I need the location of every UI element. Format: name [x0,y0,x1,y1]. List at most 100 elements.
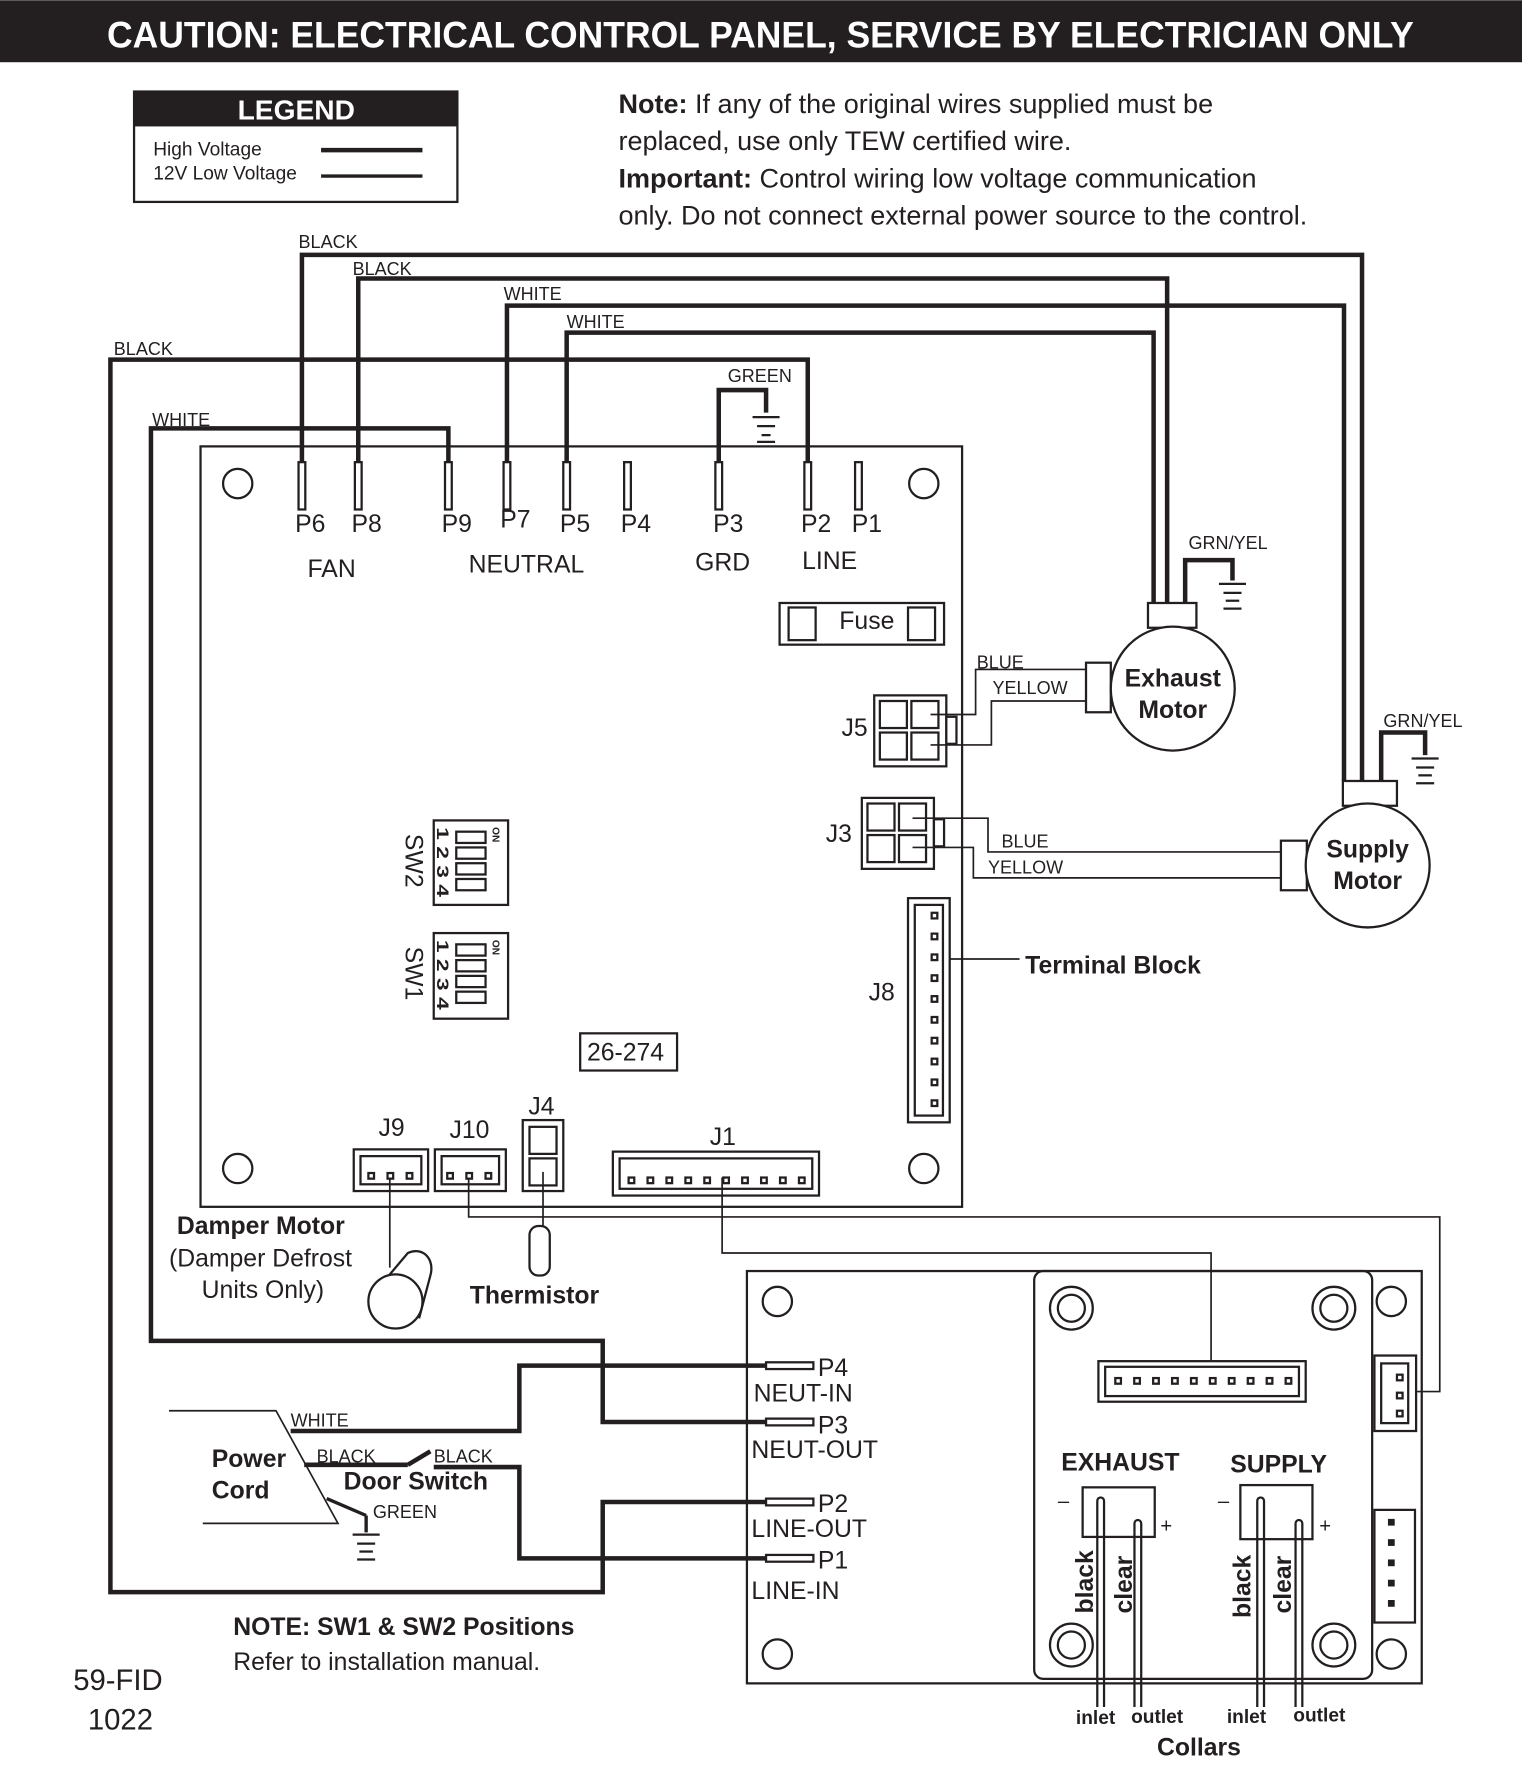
svg-text:NEUTRAL: NEUTRAL [469,552,585,579]
svg-text:P7: P7 [500,507,530,534]
dip-toggle [455,830,487,845]
svg-text:BLACK: BLACK [353,259,412,279]
pin [930,1078,939,1087]
pin [1227,1376,1236,1385]
svg-text:Fuse: Fuse [839,608,894,635]
terminal-tab [353,461,363,511]
svg-text:P1: P1 [852,511,882,538]
pin [1265,1376,1274,1385]
svg-text:J10: J10 [450,1117,490,1144]
svg-text:BLACK: BLACK [317,1447,376,1467]
svg-text:black: black [1072,1550,1099,1614]
svg-text:Exhaust: Exhaust [1125,665,1221,692]
caution-banner [0,0,1522,63]
svg-text:+: + [1160,1515,1172,1537]
terminal-tab [803,461,813,511]
dip-toggle [455,877,487,892]
pin [1387,1559,1395,1567]
svg-text:SW1: SW1 [400,947,427,1001]
svg-text:BLACK: BLACK [434,1447,493,1467]
pin [1189,1376,1198,1385]
svg-text:Supply: Supply [1326,837,1409,864]
pin [1133,1376,1141,1385]
svg-text:J3: J3 [826,821,852,848]
doc-revision: 1022 [88,1704,153,1737]
pin [759,1176,768,1185]
svg-text:Power: Power [212,1446,287,1473]
pin [797,1176,806,1185]
svg-text:black: black [1229,1554,1256,1618]
svg-text:P2: P2 [818,1491,848,1518]
svg-text:–: – [1058,1491,1070,1513]
dip-toggle [455,990,487,1005]
svg-text:clear: clear [1111,1555,1138,1613]
door-switch-label: Door Switch [344,1469,488,1496]
legend-low-voltage: 12V Low Voltage [153,163,297,184]
switch-note: Refer to installation manual. [233,1649,540,1676]
terminal-tab [622,461,633,511]
svg-text:P9: P9 [442,511,472,538]
svg-text:GREEN: GREEN [728,366,792,386]
pin [930,1057,939,1066]
pin [627,1176,636,1185]
pin [1114,1376,1123,1385]
pin [1395,1409,1404,1418]
svg-text:inlet: inlet [1076,1708,1116,1729]
svg-text:P3: P3 [818,1412,848,1439]
svg-text:GRN/YEL: GRN/YEL [1189,533,1268,553]
pin [646,1176,655,1185]
svg-text:YELLOW: YELLOW [993,678,1068,698]
svg-text:Collars: Collars [1157,1734,1241,1761]
svg-text:J4: J4 [528,1093,554,1120]
legend-high-voltage: High Voltage [153,140,262,161]
dip-switch-sw2: 1 2 3 4 ON SW2 [400,819,510,907]
svg-text:Motor: Motor [1138,697,1207,724]
terminal-tab [502,461,512,511]
supply-motor: Supply Motor [1279,779,1431,929]
dip-switch-numbers: 1 2 3 4 [433,827,452,898]
svg-text:WHITE: WHITE [567,312,625,332]
pin [1395,1373,1404,1382]
dip-switch-numbers: 1 2 3 4 [433,940,452,1011]
pin [367,1171,376,1180]
thermistor: Thermistor [470,1224,600,1310]
dip-switch-on-label: ON [489,827,500,842]
terminal-block-label: Terminal Block [1025,953,1201,980]
svg-text:P4: P4 [621,511,652,538]
pin [1387,1579,1395,1587]
exhaust-motor: Exhaust Motor [1084,601,1236,752]
svg-text:WHITE: WHITE [291,1411,349,1431]
svg-text:SUPPLY: SUPPLY [1230,1452,1327,1479]
svg-text:J1: J1 [710,1124,736,1151]
svg-text:NEUT-OUT: NEUT-OUT [751,1437,878,1464]
svg-text:+: + [1319,1515,1331,1537]
dip-switch-sw1: 1 2 3 4 ON SW1 [400,931,510,1020]
svg-text:inlet: inlet [1227,1707,1267,1728]
high-voltage-wires [108,252,1428,1595]
terminal-tab [764,1361,815,1371]
connector-j3: J3 [826,796,946,870]
svg-text:Damper Motor: Damper Motor [177,1213,345,1240]
pin [703,1176,712,1185]
svg-text:outlet: outlet [1293,1706,1346,1727]
terminal-labels: P6 P8 P9 P7 P5 P4 P3 P2 P1 FAN NEUTRAL G… [295,507,882,584]
terminal-tab [853,461,863,511]
svg-text:Thermistor: Thermistor [470,1283,600,1310]
svg-text:P2: P2 [801,511,831,538]
pin [1284,1376,1293,1385]
pin [722,1176,731,1185]
pin [930,932,939,941]
pin [930,911,939,920]
svg-text:SW2: SW2 [400,834,427,888]
terminal-tab [764,1417,815,1427]
pin [930,1015,939,1024]
svg-text:replaced, use only TEW certifi: replaced, use only TEW certified wire. [618,126,1071,156]
terminal-tab [764,1497,815,1507]
dip-switch-on-label: ON [489,940,500,955]
svg-text:Units Only): Units Only) [202,1277,324,1304]
pin [665,1176,674,1185]
svg-text:J5: J5 [842,715,868,742]
svg-text:P6: P6 [295,511,325,538]
pin [930,995,939,1003]
